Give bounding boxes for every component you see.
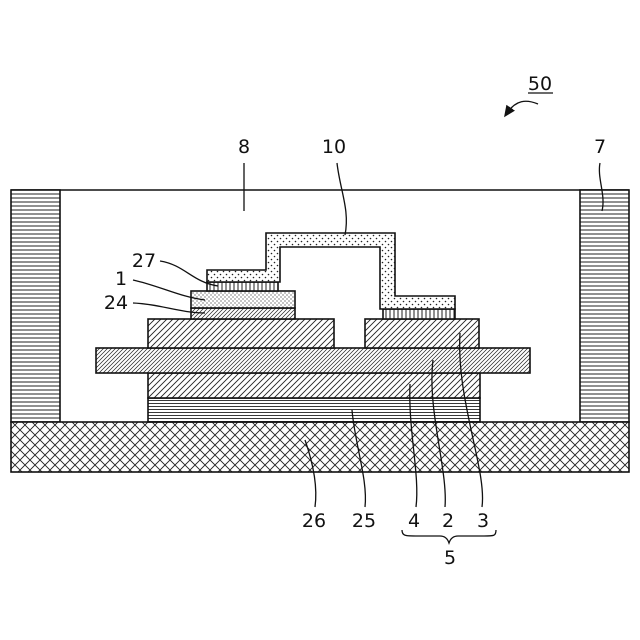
label-3: 3 bbox=[477, 510, 489, 532]
label-8: 8 bbox=[238, 136, 250, 158]
layer-2 bbox=[96, 348, 530, 373]
arrow-50 bbox=[507, 101, 538, 113]
label-2: 2 bbox=[442, 510, 454, 532]
label-4: 4 bbox=[408, 510, 420, 532]
label-50: 50 bbox=[528, 73, 552, 95]
pad-right bbox=[383, 309, 455, 319]
layer-24 bbox=[191, 308, 295, 319]
label-27: 27 bbox=[132, 250, 156, 272]
layer-4 bbox=[148, 373, 480, 398]
electrode-left bbox=[148, 319, 334, 348]
frame-right-wall bbox=[580, 190, 629, 422]
chip bbox=[191, 291, 295, 308]
frame-left-wall bbox=[11, 190, 60, 422]
label-5: 5 bbox=[444, 547, 456, 569]
label-1: 1 bbox=[115, 268, 127, 290]
electrode-right bbox=[365, 319, 479, 348]
label-24: 24 bbox=[104, 292, 128, 314]
base-layer bbox=[11, 422, 629, 472]
label-10: 10 bbox=[322, 136, 346, 158]
layer-25 bbox=[148, 398, 480, 422]
label-26: 26 bbox=[302, 510, 326, 532]
label-25: 25 bbox=[352, 510, 376, 532]
label-7: 7 bbox=[594, 136, 606, 158]
